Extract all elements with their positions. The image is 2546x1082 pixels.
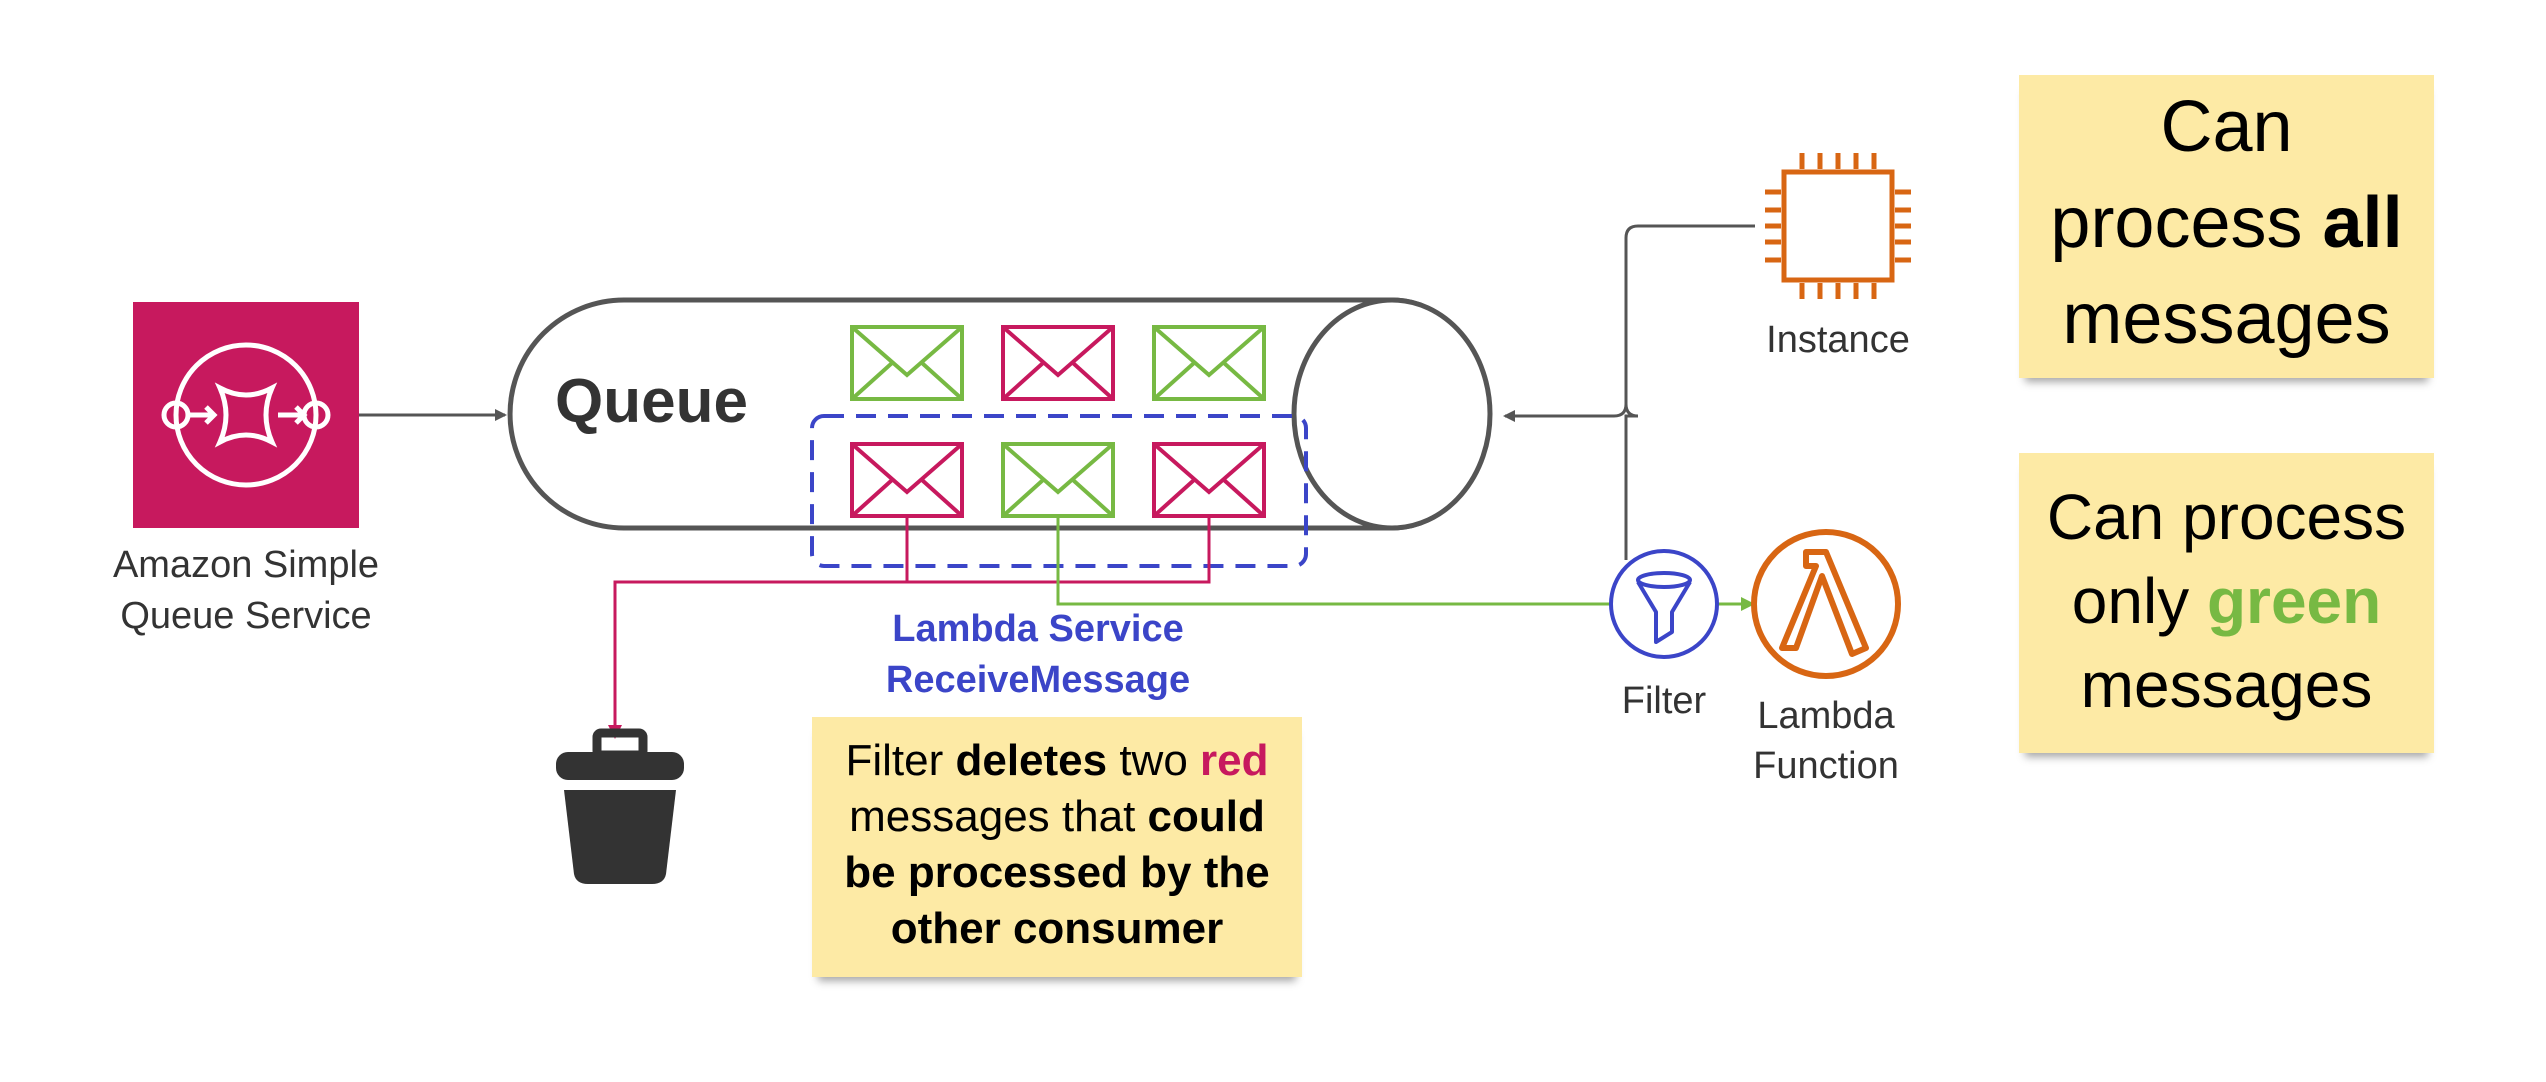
instance-label: Instance <box>1766 319 1910 361</box>
instance-process-all-note: Can process all messages <box>2019 75 2434 378</box>
filter-deletes-note: Filter deletes two red messages that cou… <box>812 717 1302 977</box>
funnel-icon <box>1609 549 1719 659</box>
sqs-icon <box>133 302 359 528</box>
sqs-label-line1: Amazon Simple <box>113 544 379 586</box>
ec2-chip-icon <box>1765 153 1911 299</box>
message-red-envelope-icon <box>850 442 964 518</box>
message-green-envelope-icon <box>850 325 964 401</box>
message-green-envelope-icon <box>1152 325 1266 401</box>
message-green-envelope-icon <box>1001 442 1115 518</box>
lambda-icon <box>1751 529 1901 679</box>
lambda-service-label-line2: ReceiveMessage <box>886 659 1190 701</box>
red-to-trash-connector <box>907 516 1211 584</box>
instance-to-queue-connector <box>1503 224 1755 422</box>
red-to-trash-connector <box>608 516 909 739</box>
lambda-service-label-line1: Lambda Service <box>892 608 1183 650</box>
queue-title: Queue <box>555 367 748 436</box>
lambda-function-label-line1: Lambda <box>1757 695 1895 737</box>
message-red-envelope-icon <box>1152 442 1266 518</box>
trash-bin-icon <box>556 728 684 884</box>
lambda-process-green-note: Can process only green messages <box>2019 453 2434 753</box>
filter-label: Filter <box>1622 680 1707 722</box>
sqs-label-line2: Queue Service <box>120 595 371 637</box>
lambda-to-queue-connector <box>1624 403 1639 560</box>
message-red-envelope-icon <box>1001 325 1115 401</box>
lambda-function-label-line2: Function <box>1753 745 1899 787</box>
green-to-lambda-connector <box>1056 516 1755 611</box>
